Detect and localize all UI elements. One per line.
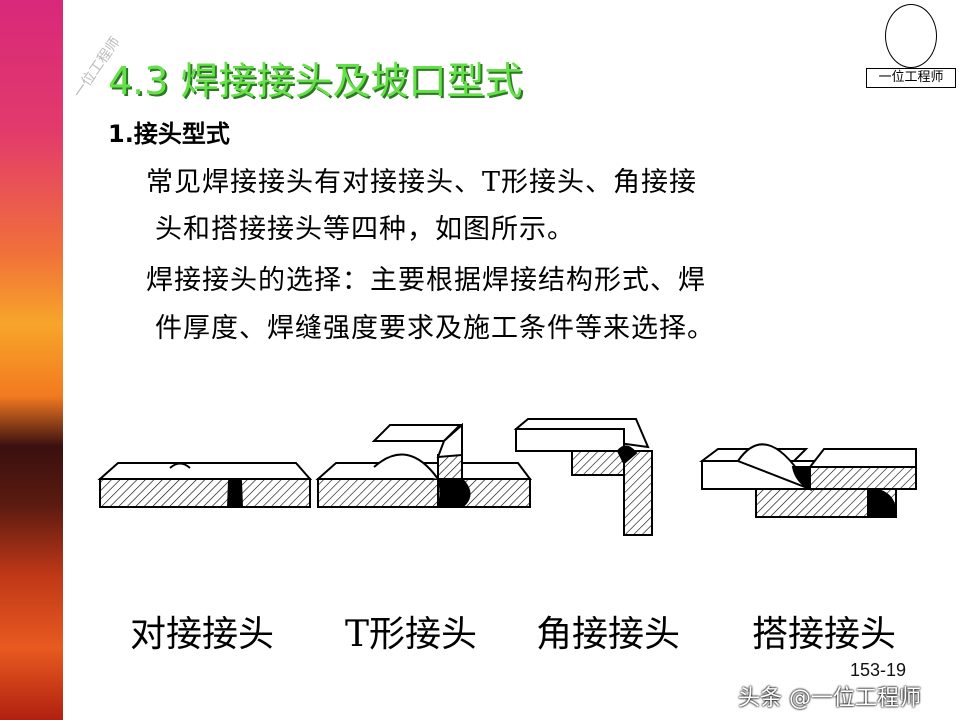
corner-joint-diagram: [513, 418, 653, 536]
base-plate-section: [317, 478, 531, 508]
weld: [436, 478, 471, 508]
logo-text: 一位工程师: [866, 68, 956, 88]
label-corner-joint: 角接接头: [536, 614, 681, 655]
paragraph-1-line-1: 常见焊接接头有对接接头、T形接头、角接接: [146, 167, 698, 198]
joint-diagrams: [88, 367, 934, 580]
web-side: [436, 422, 463, 459]
upper-plate-section: [809, 466, 917, 490]
section-heading: 1.接头型式: [108, 120, 230, 148]
plate-section: [571, 450, 625, 476]
label-butt-joint: 对接接头: [130, 614, 275, 655]
weld-bead: [373, 453, 439, 480]
paragraph-1-line-2: 头和搭接接头等四种，如图所示。: [155, 214, 575, 245]
label-lap-joint: 搭接接头: [752, 614, 897, 655]
weld-bead: [169, 462, 191, 469]
butt-joint-diagram: [97, 462, 313, 508]
web-top: [371, 424, 463, 442]
weld: [791, 466, 811, 491]
paragraph-2-line-2: 件厚度、焊缝强度要求及施工条件等来选择。: [155, 313, 715, 344]
plate-top: [97, 462, 313, 480]
upper-plate-top: [807, 448, 917, 468]
logo: 一位工程师: [866, 4, 956, 88]
paragraph-2-line-1: 焊接接头的选择：主要根据焊接结构形式、焊: [146, 265, 706, 296]
weld: [616, 445, 638, 465]
plate-face: [515, 428, 625, 452]
source-watermark: 头条 @一位工程师: [738, 686, 921, 711]
weld: [226, 478, 244, 508]
sunset-sidebar-image: [0, 0, 63, 720]
page-number: 153-19: [850, 660, 907, 680]
plate-section: [99, 478, 311, 508]
logo-oval: [885, 4, 937, 68]
label-t-joint: T形接头: [345, 614, 478, 655]
vertical-plate-section: [623, 450, 653, 536]
t-joint-diagram: [315, 422, 532, 508]
weld: [867, 487, 898, 518]
page-title: 4.3 焊接接头及坡口型式: [108, 59, 523, 103]
lap-joint-diagram: [699, 443, 917, 518]
